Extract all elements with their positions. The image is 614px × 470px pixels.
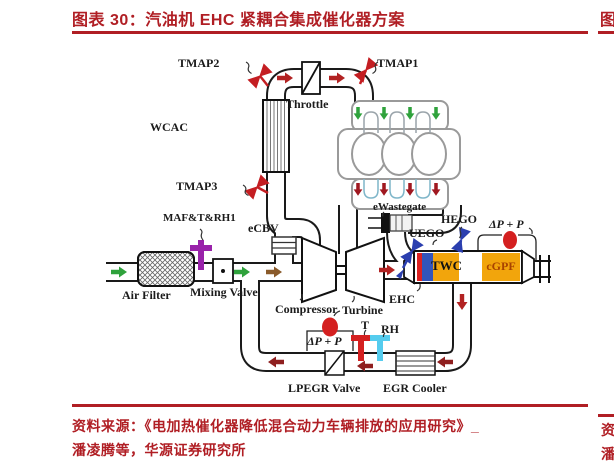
source-line-1: 资料来源：《电加热催化器降低混合动力车辆排放的应用研究》_: [72, 418, 480, 434]
label-lpegr-valve: LPEGR Valve: [288, 381, 361, 395]
ehc-substrate-strip: [422, 253, 433, 281]
label-mixing-valve: Mixing Valve: [190, 285, 258, 299]
label-tmap2: TMAP2: [178, 56, 220, 70]
dp-sensor-top: [503, 231, 517, 249]
dp-sensor-bottom: [322, 317, 338, 337]
source-line-2: 潘凌腾等，华源证券研究所: [72, 442, 246, 458]
wcac-cooler: [262, 99, 290, 173]
tailpipe: [534, 255, 551, 283]
mixing-valve: [212, 258, 234, 284]
ehc-heater-strip: [417, 253, 422, 281]
cylinder: [411, 132, 447, 176]
ewastegate-actuator: [368, 213, 413, 233]
lpegr-valve: [324, 350, 345, 376]
label-throttle: Throttle: [286, 97, 329, 111]
label-egr-cooler: EGR Cooler: [383, 381, 447, 395]
figure-title: 图表 30：汽油机 EHC 紧耦合集成催化器方案: [72, 12, 405, 29]
cgpf-brick: [482, 253, 520, 281]
outlet-cone: [521, 249, 535, 285]
egr-cooler: [395, 350, 436, 376]
footer-rule: [72, 404, 588, 407]
label-compressor: Compressor: [275, 302, 338, 316]
label-hego: HEGO: [441, 212, 478, 226]
label-turbine: Turbine: [342, 303, 383, 317]
label-ecbv: eCBV: [248, 221, 279, 235]
adjacent-source-fragment-1: 资: [601, 422, 614, 438]
label-tmap3: TMAP3: [176, 179, 218, 193]
label-twc: TWC: [431, 258, 463, 273]
engine-assembly: [337, 100, 461, 210]
turbine: [345, 236, 385, 304]
tmap1-sensor: [354, 57, 378, 85]
label-maf: MAF&T&RH1: [163, 212, 236, 224]
throttle-valve: [301, 61, 321, 95]
cylinder: [351, 132, 387, 176]
label-ewastegate: eWastegate: [373, 201, 427, 213]
cylinder: [381, 132, 417, 176]
label-dp-top: ΔP + P: [489, 217, 524, 231]
label-tmap1: TMAP1: [377, 56, 419, 70]
tmap3-sensor: [244, 174, 270, 200]
leader-squiggles: [199, 61, 533, 338]
label-t: T: [361, 318, 370, 332]
label-cgpf: cGPF: [486, 259, 516, 273]
uego-sensor: [396, 238, 424, 279]
adjacent-footer-rule-fragment: [598, 414, 614, 417]
label-air-filter: Air Filter: [122, 288, 171, 302]
tmap2-sensor: [247, 63, 273, 89]
t-sensor: [351, 335, 371, 361]
adjacent-source-fragment-2: 潘: [601, 446, 614, 462]
label-uego: UEGO: [409, 226, 445, 240]
catalyst-assembly: [403, 248, 551, 285]
compressor: [301, 236, 337, 304]
hego-sensor: [451, 227, 471, 253]
twc-brick: [433, 253, 459, 281]
exhaust-ports: [363, 179, 431, 199]
air-filter: [137, 251, 195, 287]
adjacent-title-underline-fragment: [598, 31, 614, 34]
label-dp-bottom: ΔP + P: [307, 334, 342, 348]
label-rh: RH: [381, 322, 399, 336]
ecbv-valve: [271, 236, 297, 255]
adjacent-column-title-fragment: 图: [600, 12, 614, 29]
title-underline: [72, 31, 588, 34]
rh-sensor: [370, 335, 390, 361]
maf-sensor: [190, 240, 212, 270]
label-wcac: WCAC: [150, 120, 188, 134]
intake-ports: [363, 111, 431, 133]
shaft: [336, 265, 346, 275]
label-ehc: EHC: [389, 292, 416, 306]
